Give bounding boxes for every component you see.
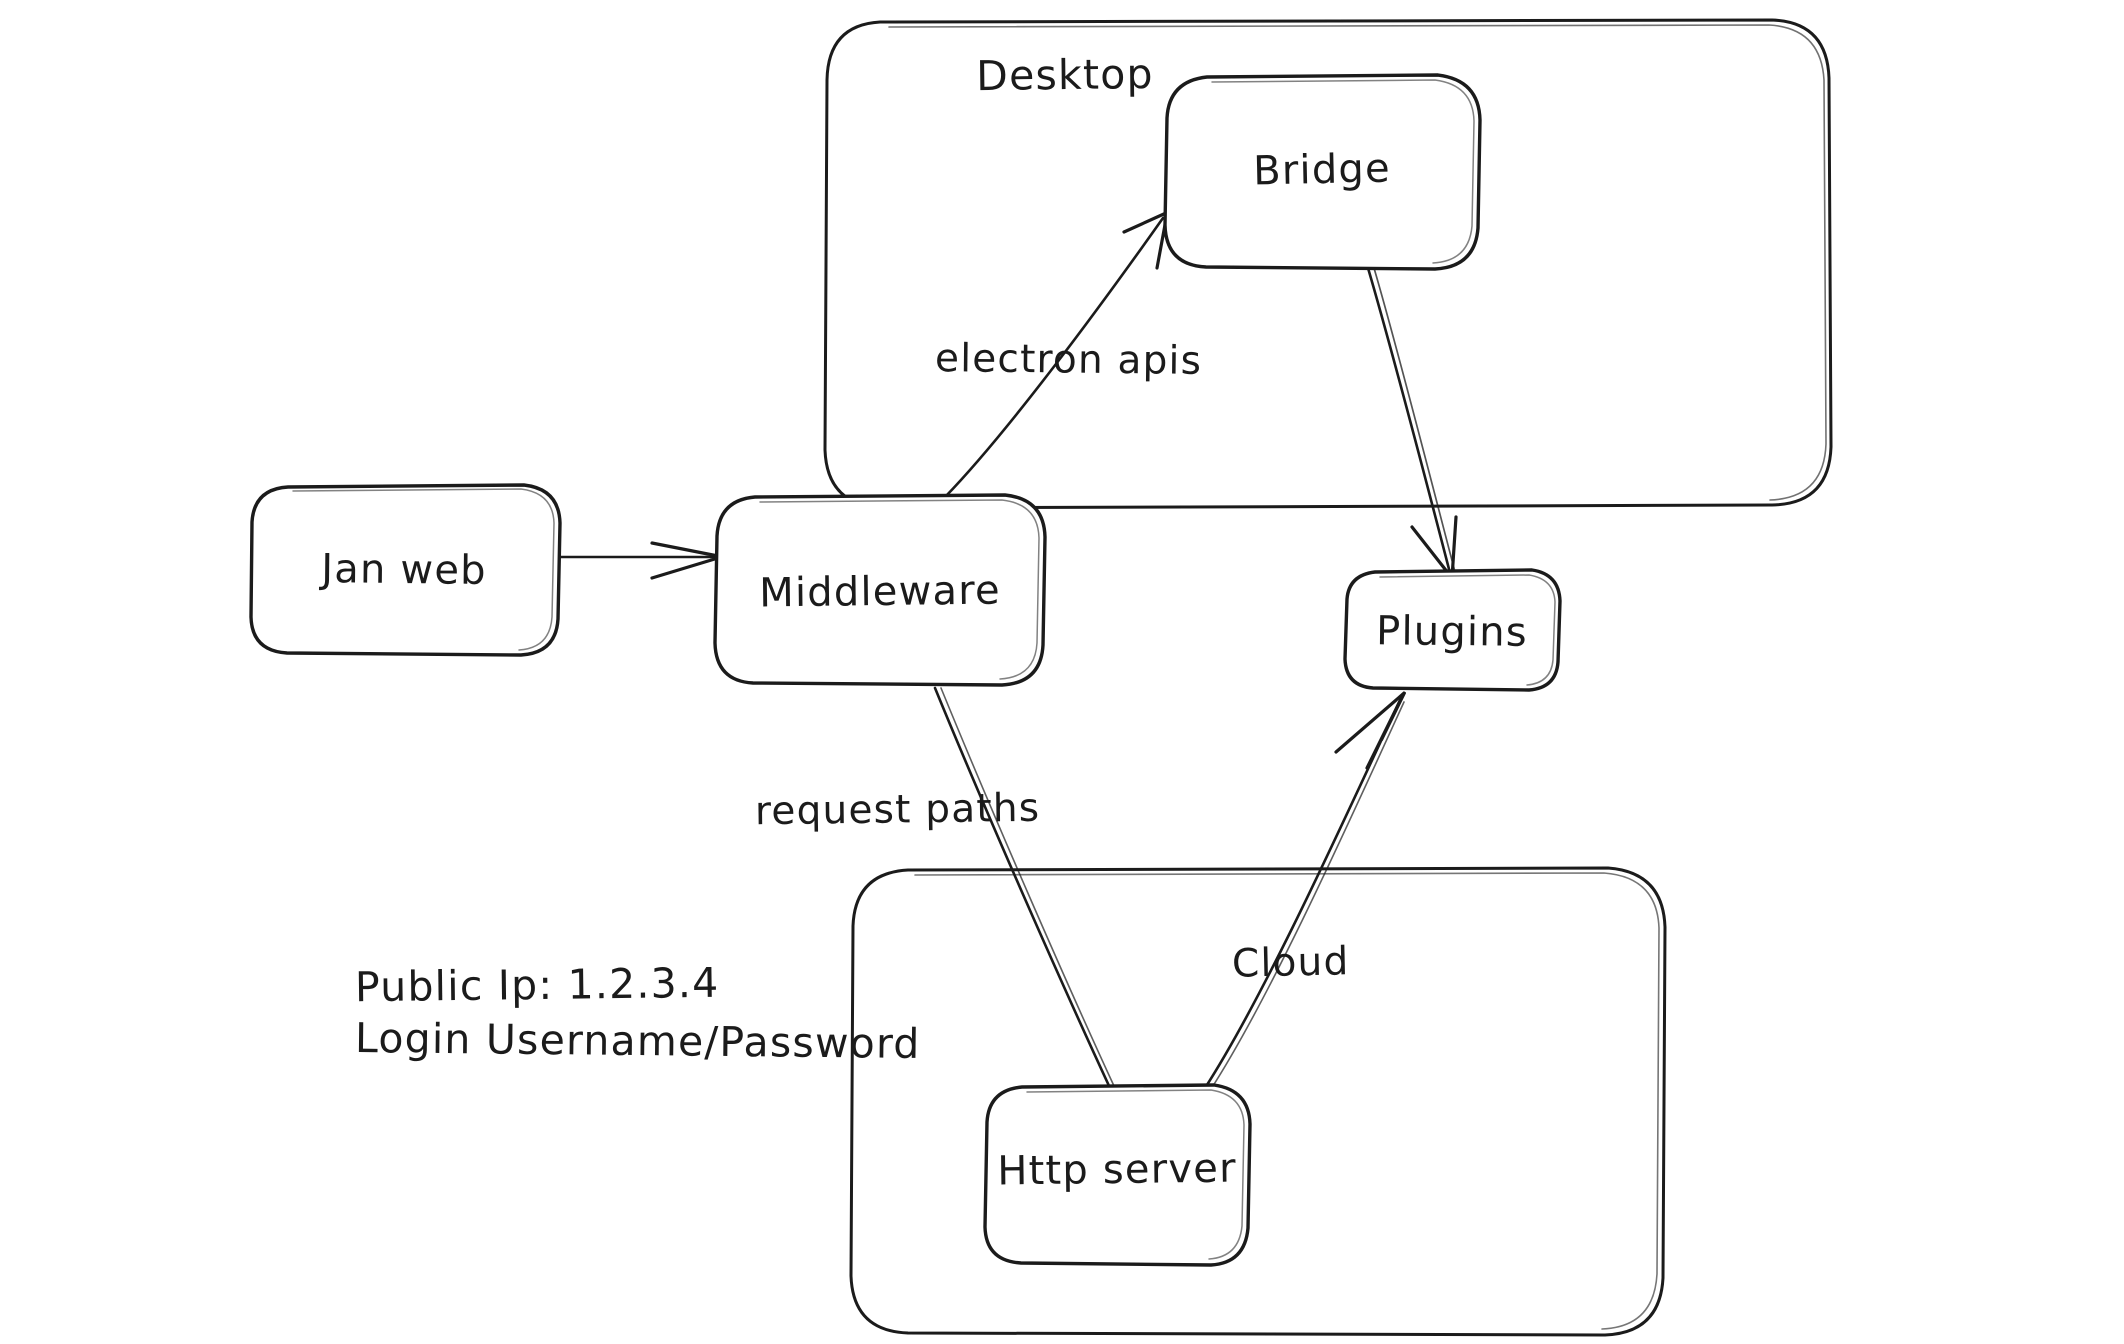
- jan-web-box-outline: [249, 483, 562, 657]
- jan-web-box-outline-echo: [292, 488, 555, 651]
- edge-bridge-to-plugins-line: [1366, 266, 1452, 575]
- edge-http-to-plugins-arrowhead-a: [1334, 692, 1405, 754]
- edge-jan-web-to-middleware-arrowhead-b: [650, 556, 720, 580]
- edge-middleware-to-http-line: [933, 686, 1112, 1090]
- public-ip-note: Public Ip: 1.2.3.4: [355, 959, 720, 1011]
- edge-http-to-plugins-line-echo: [1210, 701, 1405, 1090]
- bridge-label: Bridge: [1253, 146, 1392, 195]
- edge-bridge-to-plugins-line-echo: [1373, 267, 1456, 573]
- edge-http-to-plugins: [1203, 691, 1406, 1090]
- node-jan-web[interactable]: Jan web: [249, 483, 562, 657]
- http-server-box-outline-echo: [1026, 1089, 1245, 1260]
- middleware-label: Middleware: [759, 568, 1001, 617]
- http-server-label: Http server: [997, 1146, 1237, 1195]
- cloud-container-outline-echo: [914, 872, 1660, 1330]
- edge-jan-web-to-middleware: [558, 541, 720, 580]
- desktop-container-outline-echo: [888, 24, 1827, 501]
- group-desktop[interactable]: Desktop: [823, 18, 1833, 510]
- login-credentials-note: Login Username/Password: [355, 1014, 921, 1068]
- edge-middleware-to-bridge-arrowhead-a: [1122, 211, 1168, 234]
- electron-apis-edge-label: electron apis: [935, 336, 1203, 384]
- desktop-group-label: Desktop: [976, 50, 1154, 100]
- middleware-box-outline-echo: [759, 499, 1040, 680]
- request-paths-edge-label: request paths: [755, 786, 1041, 834]
- edge-middleware-to-bridge-line: [943, 216, 1165, 499]
- plugins-box-outline: [1343, 568, 1562, 692]
- http-server-box-outline: [983, 1083, 1252, 1267]
- edge-middleware-to-http: [933, 686, 1115, 1090]
- bridge-box-outline-echo: [1211, 79, 1475, 264]
- node-middleware[interactable]: Middleware: [713, 493, 1047, 687]
- edge-jan-web-to-middleware-arrowhead-a: [650, 541, 720, 558]
- cloud-container-outline: [849, 866, 1667, 1337]
- group-cloud[interactable]: [849, 866, 1667, 1337]
- node-http-server[interactable]: Http server: [983, 1083, 1252, 1267]
- plugins-box-outline-echo: [1379, 574, 1556, 686]
- plugins-label: Plugins: [1376, 608, 1528, 656]
- edge-middleware-to-http-line-echo: [940, 687, 1115, 1087]
- edge-bridge-to-plugins: [1366, 266, 1458, 580]
- desktop-container-outline: [823, 18, 1833, 510]
- node-plugins[interactable]: Plugins: [1343, 568, 1562, 692]
- jan-web-label: Jan web: [318, 546, 487, 594]
- cloud-edge-label: Cloud: [1232, 939, 1350, 986]
- edge-http-to-plugins-arrowhead-c: [1381, 692, 1406, 741]
- edge-bridge-to-plugins-arrowhead-b: [1450, 515, 1458, 580]
- middleware-box-outline: [713, 493, 1047, 687]
- node-bridge[interactable]: Bridge: [1163, 73, 1482, 271]
- bridge-box-outline: [1163, 73, 1482, 271]
